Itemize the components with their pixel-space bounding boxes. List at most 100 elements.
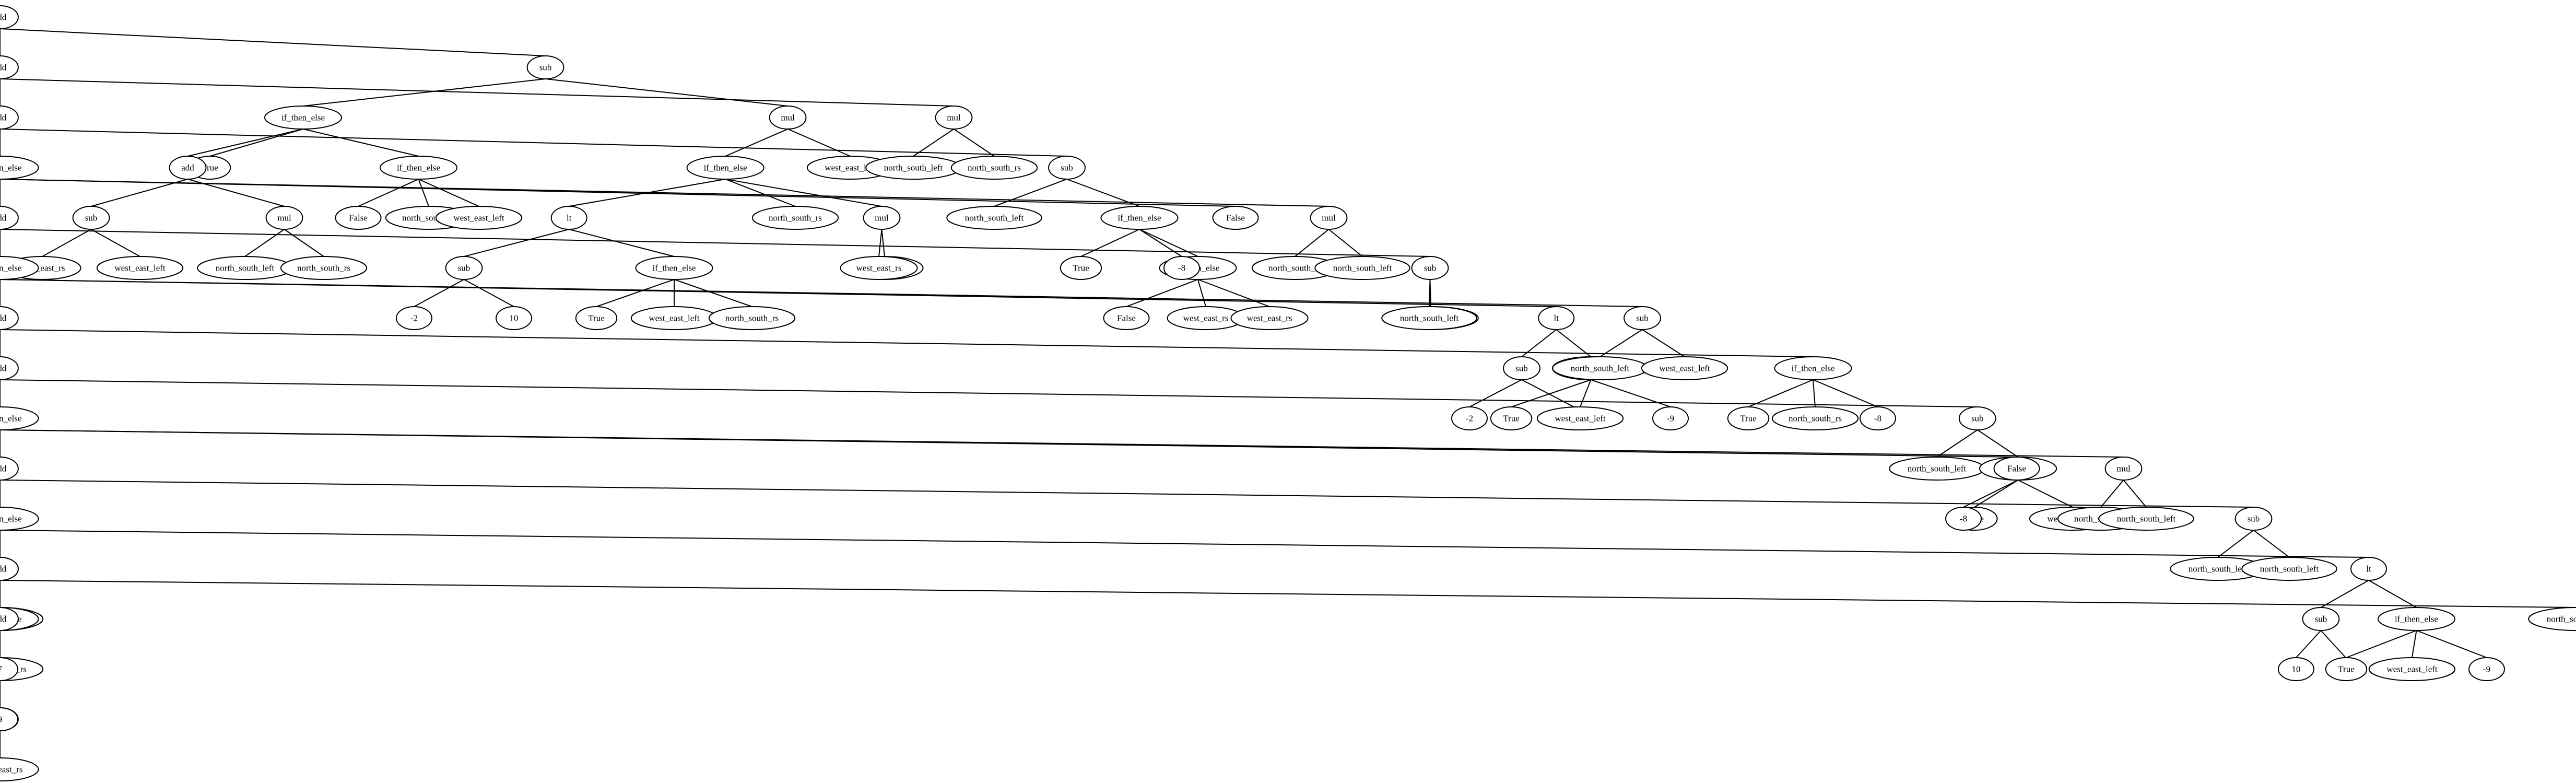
tree-edge [0,480,2254,508]
tree-edge [2100,480,2124,508]
node-ellipse [1652,406,1689,430]
tree-edge [303,128,419,157]
tree-edge [725,179,796,207]
tree-node-false: False [1993,457,2040,481]
tree-node-add: add [0,607,19,631]
tree-edge [418,179,479,207]
tree-node-north-south-left: north_south_left [1314,256,1410,280]
node-ellipse [265,206,303,230]
tree-edge [0,530,2369,558]
tree-edge [2321,580,2369,608]
tree-edge [1599,329,1643,357]
tree-node-mul: mul [2104,457,2143,481]
node-ellipse [0,106,19,130]
tree-node-sub: sub [1624,306,1661,330]
node-label: if_then_else [0,163,22,173]
node-label: 10 [510,313,519,323]
node-ellipse [935,106,973,130]
node-label: sub [458,263,470,273]
tree-edge [284,229,324,257]
node-ellipse [1100,206,1179,230]
node-label: True [1073,263,1089,273]
node-ellipse [2468,657,2505,681]
tree-node-sub: sub [2302,607,2340,631]
node-label: True [1503,414,1520,424]
tree-node-true: True [2325,657,2368,681]
tree-edge [2253,530,2290,558]
node-label: north_south_left [1571,364,1630,373]
tree-edge [0,329,1814,357]
node-label: -9 [2483,664,2490,674]
node-ellipse [0,306,19,330]
tree-node-north-south-rs: north_south_rs [950,156,1038,180]
node-ellipse [0,557,19,581]
tree-node-west-east-rs: west_east_rs [0,757,39,781]
tree-edge [91,179,188,207]
tree-edge [2416,630,2487,658]
tree-node-sub: sub [72,206,110,230]
tree-edge [569,229,675,257]
node-ellipse [396,306,432,330]
node-label: north_south_rs [769,213,822,223]
tree-node-sub: sub [1503,356,1540,380]
node-label: if_then_else [704,163,747,173]
tree-edge [464,229,570,257]
tree-node-west-east-left: west_east_left [1641,356,1728,380]
node-ellipse [1490,406,1533,430]
node-label: west_east_rs [1247,313,1292,323]
tree-edge [1429,279,1431,307]
tree-node-add: add [0,557,19,581]
tree-edge [414,279,464,307]
node-ellipse [1310,206,1348,230]
tree-node-lt: lt [2350,557,2387,581]
tree-node-true: True [1490,406,1533,430]
tree-node-add: add [0,306,19,330]
node-ellipse [946,206,1042,230]
node-ellipse [635,256,713,280]
node-ellipse [0,457,19,481]
tree-node-7: 7 [0,657,18,681]
node-label: if_then_else [2395,614,2438,624]
tree-edge [2296,630,2322,658]
node-ellipse [1230,306,1309,330]
tree-node-if-then-else: if_then_else [0,507,39,531]
node-ellipse [2104,457,2143,481]
node-label: north_south_rs [1789,414,1842,424]
tree-edge [0,580,2576,608]
node-label: west_east_left [2386,664,2438,674]
tree-node-north-south-left: north_south_left [2528,607,2576,631]
node-ellipse [1451,406,1488,430]
node-ellipse [335,206,382,230]
node-ellipse [0,707,18,731]
tree-edge [0,78,954,107]
tree-edge [1139,229,1182,257]
tree-node-north-south-left: north_south_left [1552,356,1648,380]
tree-node-if-then-else: if_then_else [0,156,39,180]
tree-node-if-then-else: if_then_else [0,406,39,430]
tree-node-north-south-left: north_south_left [1889,457,1985,481]
tree-node-10: 10 [2278,657,2314,681]
node-label: sub [1971,414,1984,424]
node-label: mul [781,113,795,123]
node-label: north_south_left [2260,564,2319,574]
node-label: 10 [2292,664,2301,674]
node-label: if_then_else [652,263,696,273]
tree-node-if-then-else: if_then_else [264,106,343,130]
tree-node-north-south-left: north_south_left [1381,306,1477,330]
node-ellipse [1624,306,1661,330]
node-ellipse [0,256,39,280]
node-ellipse [1212,206,1259,230]
node-label: add [0,564,7,574]
tree-edge [878,229,883,257]
tree-edge [0,28,546,56]
node-label: add [0,13,7,22]
node-ellipse [2325,657,2368,681]
tree-edge [1813,379,1816,407]
tree-edges [0,28,2576,758]
node-ellipse [686,156,764,180]
tree-node-if-then-else: if_then_else [379,156,458,180]
tree-edge [0,229,1430,257]
tree-node-true: True [575,306,618,330]
tree-edge [1963,480,2018,508]
tree-edge [209,128,303,157]
